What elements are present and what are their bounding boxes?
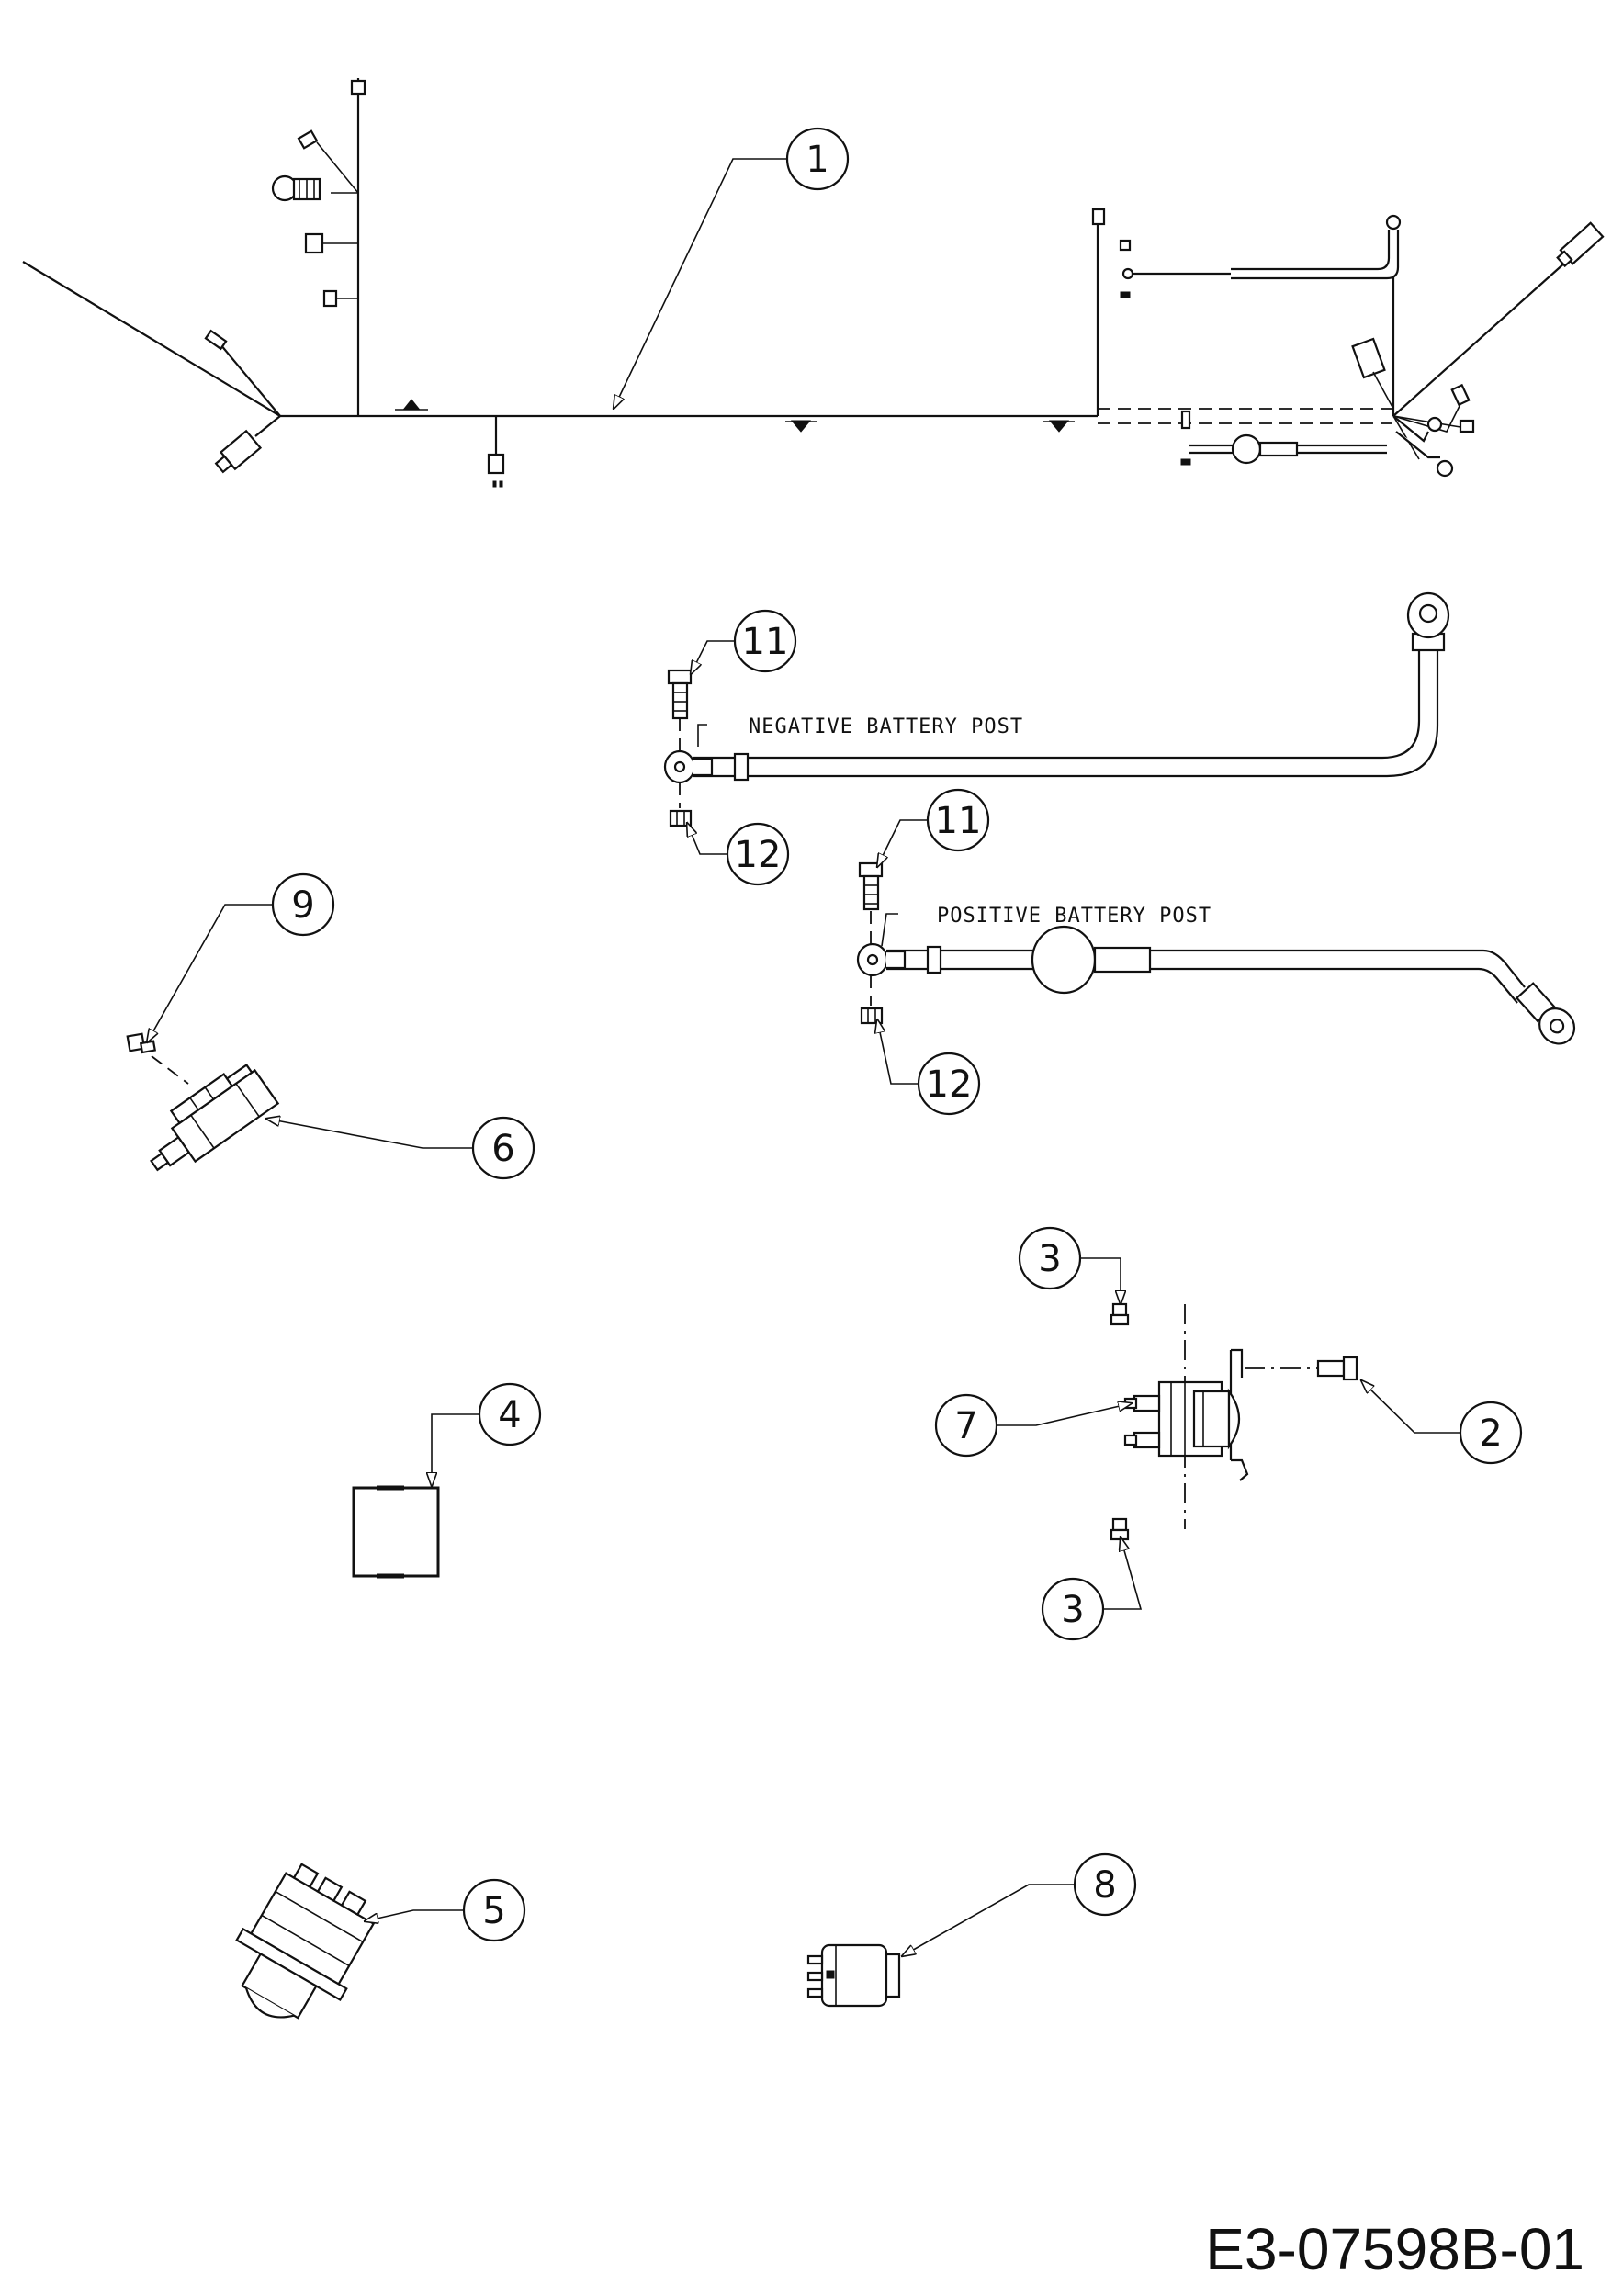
negative-battery-cable [663,591,1450,827]
callout-6-number: 6 [491,1128,514,1170]
ignition-connector-icon [271,174,321,202]
negative-post-label: NEGATIVE BATTERY POST [749,715,1023,738]
callout-12a: 12 [726,822,790,886]
callout-7: 7 [934,1393,998,1458]
solenoid-assembly [1110,1302,1358,1541]
document-id: E3-07598B-01 [1205,2216,1584,2282]
callout-2-number: 2 [1479,1412,1502,1455]
callout-4: 4 [478,1382,542,1446]
callout-9: 9 [271,872,335,937]
switch-assembly [126,1032,280,1172]
callout-6: 6 [471,1116,535,1180]
callout-11b-number: 11 [935,800,982,842]
callout-12b: 12 [917,1052,981,1116]
callout-3a: 3 [1018,1226,1082,1290]
callout-4-number: 4 [498,1394,521,1436]
positive-post-label: POSITIVE BATTERY POST [937,905,1212,928]
wire-harness [22,78,1605,488]
relay-box [352,1485,440,1579]
positive-battery-cable [856,861,1576,1045]
callout-8-number: 8 [1093,1864,1116,1907]
interlock-switch [806,1943,901,2008]
callout-2: 2 [1459,1401,1523,1465]
callout-3a-number: 3 [1038,1238,1061,1280]
callout-1: 1 [785,127,850,191]
callout-3b: 3 [1041,1577,1105,1641]
callout-5: 5 [462,1878,526,1942]
callout-9-number: 9 [291,884,314,927]
callout-3b-number: 3 [1061,1589,1084,1631]
leader-lines [147,158,1460,1956]
callout-11a-number: 11 [742,621,789,663]
callout-5-number: 5 [482,1890,505,1932]
callout-8: 8 [1073,1852,1137,1917]
callout-1-number: 1 [806,139,828,181]
callout-11b: 11 [926,788,990,852]
callout-12a-number: 12 [735,834,782,876]
ignition-switch [235,1863,376,2020]
callout-11a: 11 [733,609,797,673]
callout-7-number: 7 [954,1405,977,1447]
callout-12b-number: 12 [926,1064,973,1106]
